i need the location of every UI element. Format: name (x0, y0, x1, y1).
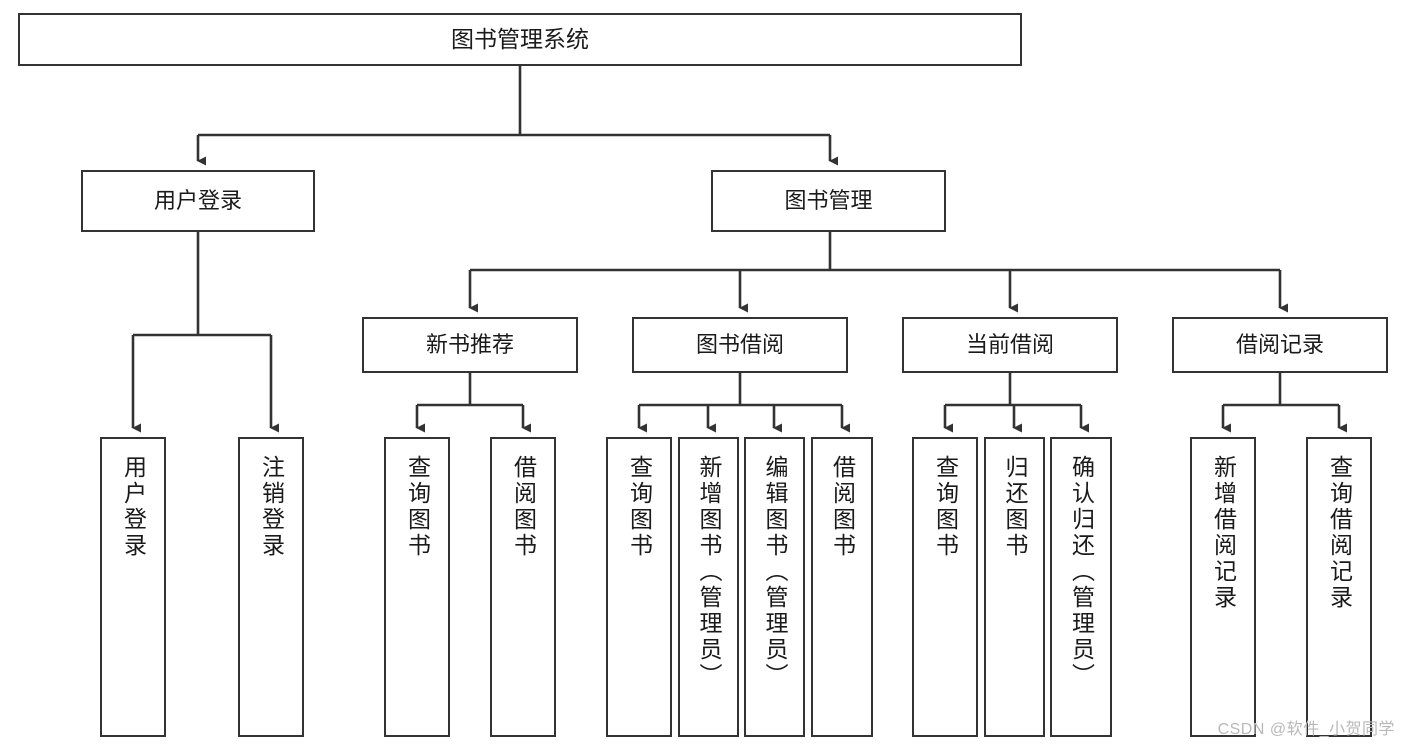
node-leaf-query-book-borrow[interactable]: 查询图书 (606, 437, 672, 737)
node-label: 借阅图书 (829, 455, 856, 559)
node-label: 图书借阅 (695, 332, 784, 358)
node-label: 注销登录 (258, 455, 285, 559)
node-current-borrow[interactable]: 当前借阅 (902, 317, 1118, 373)
node-leaf-borrow-book-recommend[interactable]: 借阅图书 (490, 437, 556, 737)
node-leaf-query-borrow-record[interactable]: 查询借阅记录 (1306, 437, 1372, 737)
node-label: 确认归还（管理员） (1068, 455, 1095, 689)
node-label: 查询图书 (404, 455, 431, 559)
node-label: 查询图书 (626, 455, 653, 559)
node-leaf-confirm-return[interactable]: 确认归还（管理员） (1050, 437, 1112, 737)
node-leaf-add-borrow-record[interactable]: 新增借阅记录 (1190, 437, 1256, 737)
node-label: 新书推荐 (425, 332, 514, 358)
node-book-borrow[interactable]: 图书借阅 (632, 317, 848, 373)
node-label: 查询图书 (932, 455, 959, 559)
node-label: 新增图书（管理员） (696, 455, 722, 689)
node-leaf-user-login[interactable]: 用户登录 (100, 437, 166, 737)
node-label: 借阅记录 (1235, 332, 1324, 358)
node-label: 当前借阅 (965, 332, 1054, 358)
node-label: 归还图书 (1002, 455, 1028, 559)
node-label: 用户登录 (153, 188, 242, 214)
node-label: 查询借阅记录 (1326, 455, 1353, 611)
node-new-book-recommend[interactable]: 新书推荐 (362, 317, 578, 373)
node-leaf-query-book-current[interactable]: 查询图书 (912, 437, 978, 737)
node-label: 借阅图书 (510, 455, 537, 559)
node-user-login[interactable]: 用户登录 (81, 170, 315, 232)
node-leaf-edit-book[interactable]: 编辑图书（管理员） (744, 437, 805, 737)
node-root-book-management-system[interactable]: 图书管理系统 (18, 13, 1022, 66)
node-book-management[interactable]: 图书管理 (711, 170, 946, 232)
node-label: 图书管理系统 (451, 25, 589, 52)
node-label: 用户登录 (120, 455, 147, 559)
node-label: 图书管理 (784, 188, 873, 214)
node-leaf-borrow-book[interactable]: 借阅图书 (811, 437, 873, 737)
node-label: 新增借阅记录 (1210, 455, 1237, 611)
node-borrow-record[interactable]: 借阅记录 (1172, 317, 1388, 373)
node-leaf-query-book-recommend[interactable]: 查询图书 (384, 437, 450, 737)
node-label: 编辑图书（管理员） (762, 455, 788, 689)
watermark-csdn: CSDN @软件_小贺同学 (1217, 721, 1395, 738)
node-leaf-return-book[interactable]: 归还图书 (984, 437, 1045, 737)
node-leaf-add-book[interactable]: 新增图书（管理员） (678, 437, 739, 737)
node-leaf-user-logout[interactable]: 注销登录 (238, 437, 304, 737)
